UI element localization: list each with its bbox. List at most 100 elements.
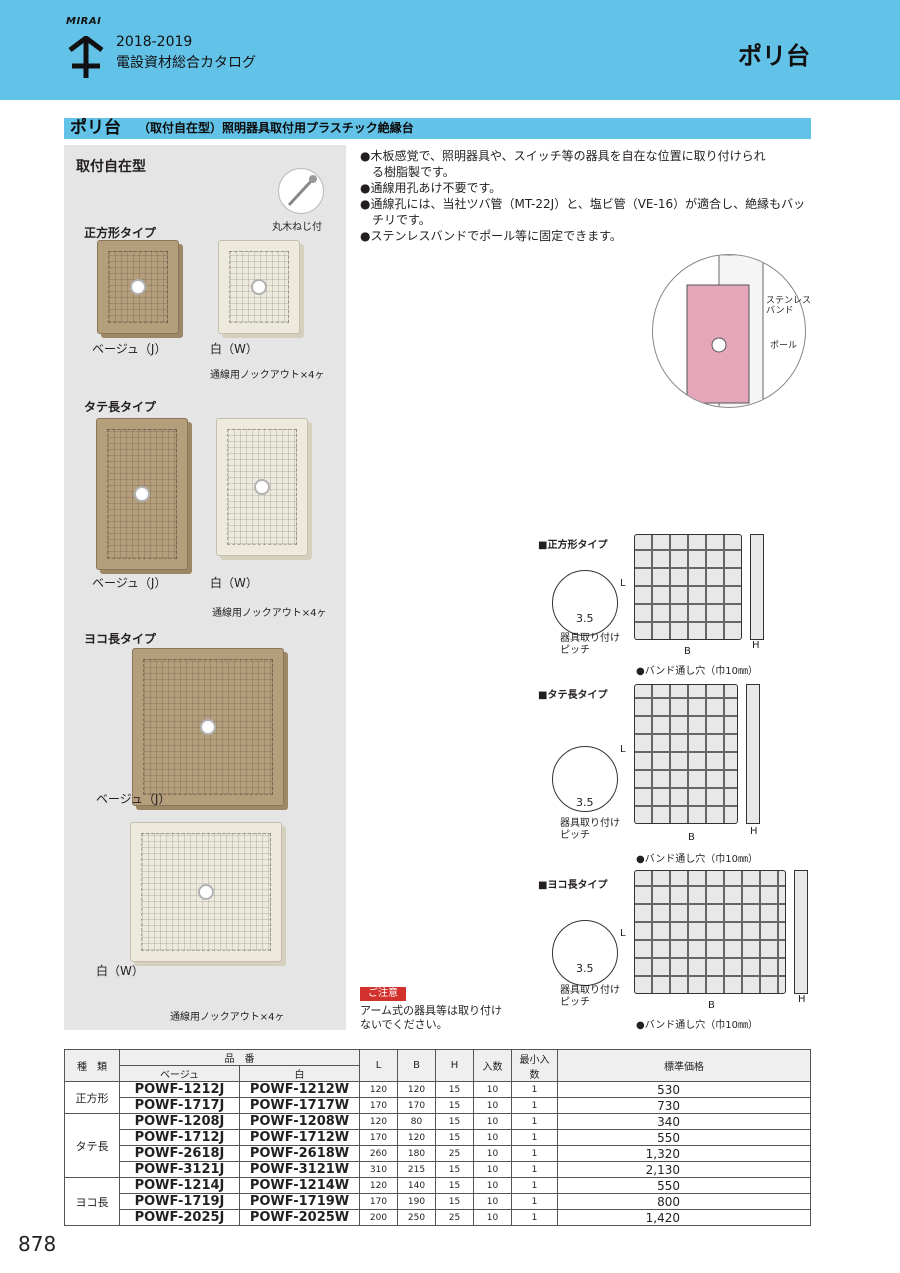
cell-qty: 10 bbox=[473, 1113, 512, 1130]
cell-min: 1 bbox=[511, 1113, 558, 1130]
cell-H: 15 bbox=[435, 1081, 474, 1098]
cell-H: 25 bbox=[435, 1145, 474, 1162]
wide-beige-label: ベージュ（J） bbox=[96, 792, 171, 806]
code-beige: POWF-1212J bbox=[119, 1081, 240, 1098]
cell-B: 120 bbox=[397, 1081, 436, 1098]
diagram-wide-pitch: 3.5 bbox=[576, 962, 594, 975]
diagram-tall-B: B bbox=[688, 832, 695, 843]
col-kind: 種 類 bbox=[64, 1049, 120, 1082]
cell-H: 15 bbox=[435, 1129, 474, 1146]
cell-price: 800 bbox=[557, 1193, 811, 1210]
diagram-square-detail bbox=[552, 570, 618, 636]
code-beige: POWF-1214J bbox=[119, 1177, 240, 1194]
table-row: POWF-1719J POWF-1719W 170 190 15 10 1 80… bbox=[65, 1193, 811, 1210]
col-B: B bbox=[397, 1049, 436, 1082]
cell-B: 180 bbox=[397, 1145, 436, 1162]
diagram-tall-side bbox=[746, 684, 760, 824]
section-title: ポリ台 bbox=[70, 118, 121, 138]
feature-line: る樹脂製です。 bbox=[372, 165, 455, 179]
cell-H: 15 bbox=[435, 1161, 474, 1178]
cell-H: 15 bbox=[435, 1193, 474, 1210]
diagram-square-pitch-label: 器具取り付け ピッチ bbox=[560, 633, 620, 656]
cell-B: 140 bbox=[397, 1177, 436, 1194]
cell-price: 2,130 bbox=[557, 1161, 811, 1178]
cell-price: 550 bbox=[557, 1177, 811, 1194]
code-white: POWF-1208W bbox=[239, 1113, 360, 1130]
diagram-wide-plate bbox=[634, 870, 786, 994]
square-type-label: 正方形タイプ bbox=[84, 226, 157, 240]
col-code: 品 番 bbox=[119, 1049, 360, 1066]
wide-beige-plate bbox=[132, 648, 284, 806]
code-white: POWF-1717W bbox=[239, 1097, 360, 1114]
cell-qty: 10 bbox=[473, 1209, 512, 1226]
diagram-tall-L: L bbox=[620, 744, 626, 755]
cell-price: 340 bbox=[557, 1113, 811, 1130]
cell-min: 1 bbox=[511, 1161, 558, 1178]
diagram-wide-detail bbox=[552, 920, 618, 986]
cell-L: 120 bbox=[359, 1081, 398, 1098]
table-row: POWF-3121J POWF-3121W 310 215 15 10 1 2,… bbox=[65, 1161, 811, 1178]
cell-min: 1 bbox=[511, 1209, 558, 1226]
screw-label: 丸木ねじ付 bbox=[272, 222, 322, 233]
feature-line: ●ステンレスバンドでポール等に固定できます。 bbox=[360, 229, 622, 243]
square-beige-plate bbox=[97, 240, 179, 334]
cell-qty: 10 bbox=[473, 1161, 512, 1178]
code-beige: POWF-2618J bbox=[119, 1145, 240, 1162]
diagram-wide-L: L bbox=[620, 928, 626, 939]
code-beige: POWF-1712J bbox=[119, 1129, 240, 1146]
diagram-tall-band-hole: ●バンド通し穴（巾10㎜） bbox=[636, 854, 758, 865]
cell-qty: 10 bbox=[473, 1081, 512, 1098]
diagram-square-B: B bbox=[684, 646, 691, 657]
square-white-label: 白（W） bbox=[210, 342, 258, 356]
cell-L: 310 bbox=[359, 1161, 398, 1178]
code-white: POWF-2618W bbox=[239, 1145, 360, 1162]
cell-L: 120 bbox=[359, 1177, 398, 1194]
screw-icon bbox=[278, 168, 324, 214]
cell-min: 1 bbox=[511, 1081, 558, 1098]
section-bar bbox=[64, 118, 811, 139]
cell-H: 15 bbox=[435, 1097, 474, 1114]
tall-beige-label: ベージュ（J） bbox=[92, 576, 167, 590]
col-H: H bbox=[435, 1049, 474, 1082]
cell-L: 170 bbox=[359, 1193, 398, 1210]
diagram-square-H: H bbox=[752, 640, 760, 651]
diagram-square-side bbox=[750, 534, 764, 640]
cell-H: 15 bbox=[435, 1113, 474, 1130]
cell-price: 730 bbox=[557, 1097, 811, 1114]
wide-white-plate bbox=[130, 822, 282, 962]
code-beige: POWF-1719J bbox=[119, 1193, 240, 1210]
tall-beige-plate bbox=[96, 418, 188, 570]
tall-white-label: 白（W） bbox=[210, 576, 258, 590]
col-qty: 入数 bbox=[473, 1049, 512, 1082]
diagram-tall-title: ■タテ長タイプ bbox=[538, 690, 608, 701]
diagram-square-pitch: 3.5 bbox=[576, 612, 594, 625]
diagram-square-L: L bbox=[620, 578, 626, 589]
cell-H: 15 bbox=[435, 1177, 474, 1194]
panel-title: 取付自在型 bbox=[76, 159, 146, 175]
cell-B: 170 bbox=[397, 1097, 436, 1114]
catalog-header bbox=[0, 0, 900, 100]
section-subtitle: （取付自在型）照明器具取付用プラスチック絶縁台 bbox=[138, 121, 414, 135]
diagram-wide-H: H bbox=[798, 994, 806, 1005]
caution-text: アーム式の器具等は取り付けないでください。 bbox=[360, 1004, 503, 1031]
cell-L: 260 bbox=[359, 1145, 398, 1162]
cell-H: 25 bbox=[435, 1209, 474, 1226]
cell-B: 80 bbox=[397, 1113, 436, 1130]
cell-L: 200 bbox=[359, 1209, 398, 1226]
cell-qty: 10 bbox=[473, 1145, 512, 1162]
row-kind: 正方形 bbox=[64, 1081, 120, 1114]
cell-price: 1,320 bbox=[557, 1145, 811, 1162]
spec-table: 種 類 品 番 L B H 入数 最小入数 標準価格 ベージュ 白 正方形 PO… bbox=[64, 1049, 811, 1226]
col-price: 標準価格 bbox=[557, 1049, 811, 1082]
cell-min: 1 bbox=[511, 1129, 558, 1146]
diagram-tall-pitch-label: 器具取り付け ピッチ bbox=[560, 818, 620, 841]
diagram-tall-pitch: 3.5 bbox=[576, 796, 594, 809]
cell-L: 120 bbox=[359, 1113, 398, 1130]
pole-mount-illustration bbox=[652, 254, 806, 408]
pole-label: ポール bbox=[770, 341, 798, 351]
cell-min: 1 bbox=[511, 1193, 558, 1210]
mirai-logo-icon bbox=[68, 36, 104, 78]
code-white: POWF-1212W bbox=[239, 1081, 360, 1098]
catalog-title: 電設資材総合カタログ bbox=[116, 55, 256, 71]
cell-price: 1,420 bbox=[557, 1209, 811, 1226]
